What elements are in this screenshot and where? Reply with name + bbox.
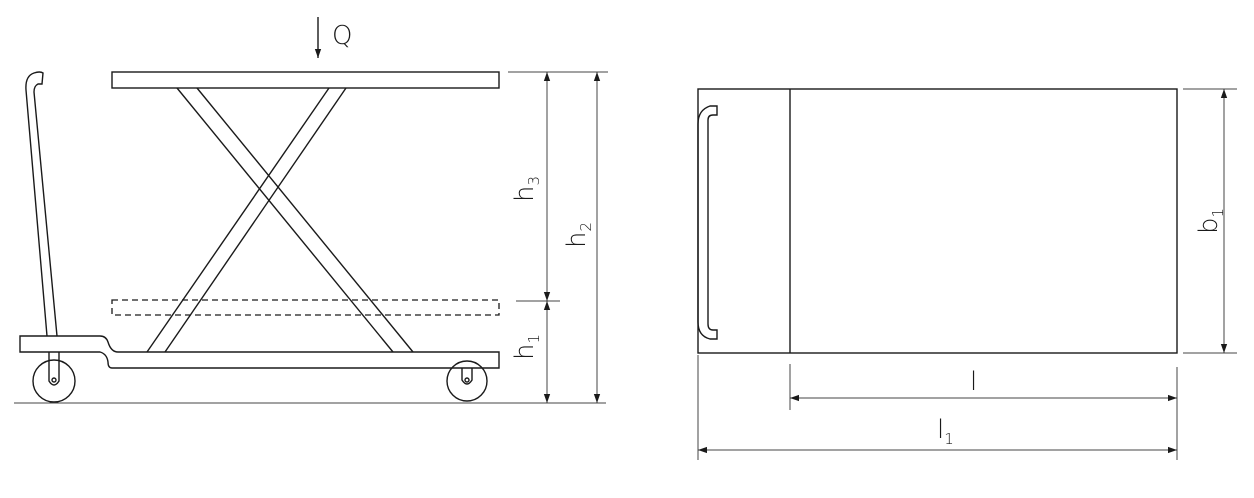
h3-label: h3 xyxy=(510,176,543,202)
dimension-lines-top xyxy=(697,88,1237,460)
load-label: Q xyxy=(332,21,352,51)
b1-label: b1 xyxy=(1194,208,1227,234)
l1-label: l1 xyxy=(937,415,954,448)
h2-label: h2 xyxy=(562,222,595,248)
l-label: l xyxy=(970,367,977,397)
load-arrow: Q xyxy=(314,17,352,58)
platform-lowered xyxy=(111,299,500,316)
side-view: Q xyxy=(14,17,608,404)
handle-top xyxy=(697,105,718,340)
dimension-lines xyxy=(508,71,608,403)
platform-raised xyxy=(111,71,500,89)
cart-outline xyxy=(697,88,1178,354)
handle xyxy=(25,71,58,337)
h1-label: h1 xyxy=(510,334,543,360)
wheel-left xyxy=(32,352,76,403)
cart-base xyxy=(19,335,500,369)
scissor-arms xyxy=(146,87,414,353)
top-view: b1 l l1 xyxy=(697,88,1237,460)
wheel-right xyxy=(446,360,488,402)
